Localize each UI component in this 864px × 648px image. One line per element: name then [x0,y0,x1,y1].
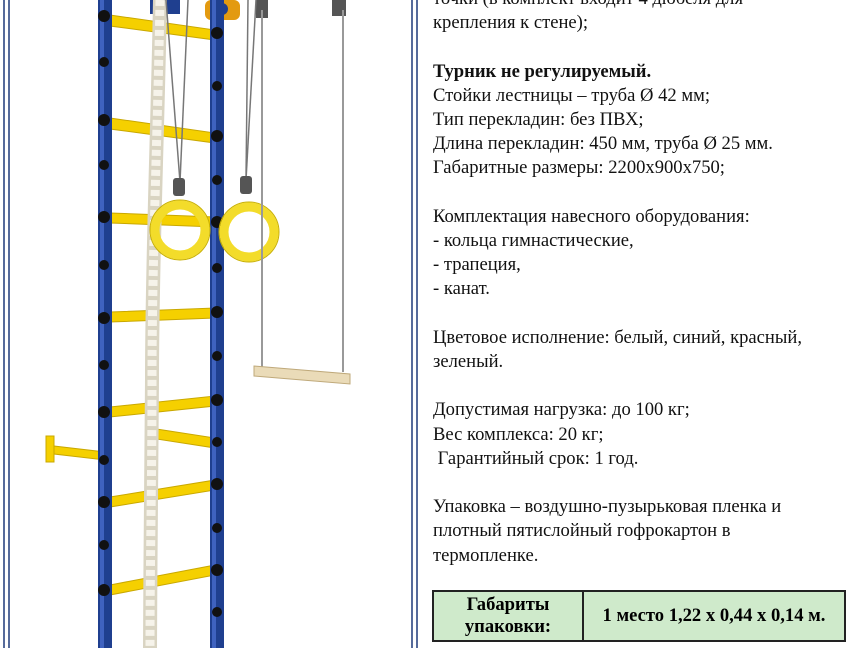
desc-line: - кольца гимнастические, [433,230,634,251]
desc-line: Тип перекладин: без ПВХ; [433,109,644,130]
desc-line: зеленый. [433,351,504,372]
desc-line: точки (в комплект входит 4 дюбеля для [433,0,863,11]
packaging-header-line1: Габариты [466,594,550,615]
climbing-rope [143,0,167,648]
packaging-value-cell: 1 место 1,22 х 0,44 х 0,14 м. [582,590,846,642]
desc-line: плотный пятислойный гофрокартон в [433,520,731,542]
ring-straps [165,0,257,183]
desc-line: крепления к стене); [433,12,589,34]
desc-line: Гарантийный срок: 1 год. [433,447,639,469]
desc-line: Комплектация навесного оборудования: [433,205,750,227]
desc-line: Длина перекладин: 450 мм, труба Ø 25 мм. [433,133,773,155]
desc-line: Цветовое исполнение: белый, синий, красн… [433,326,802,348]
wall-bars-product-image [45,0,351,648]
desc-line: Стойки лестницы – труба Ø 42 мм; [433,84,711,106]
gymnastic-rings-icon [150,200,279,262]
desc-line: - канат. [433,278,490,300]
desc-line-bold: Турник не регулируемый. [433,60,652,82]
pull-up-bracket [45,435,106,463]
packaging-header-line2: упаковки: [464,616,552,637]
desc-line: Вес комплекса: 20 кг; [433,423,604,445]
bolt-caps [98,10,223,617]
desc-line: Упаковка – воздушно-пузырьковая пленка и [433,496,782,518]
trapeze-icon [253,10,351,385]
packaging-header-cell: Габариты упаковки: [432,590,584,642]
desc-line: термопленке. [433,544,539,566]
ring-clips [173,176,252,196]
desc-line: Допустимая нагрузка: до 100 кг; [433,399,690,421]
desc-line: Габаритные размеры: 2200х900х750; [433,157,725,179]
product-description: точки (в комплект входит 4 дюбеля для кр… [433,0,863,568]
packaging-table: Габариты упаковки: 1 место 1,22 х 0,44 х… [432,590,846,642]
table-row: Габариты упаковки: 1 место 1,22 х 0,44 х… [432,590,846,642]
desc-line: - трапеция, [433,254,521,276]
